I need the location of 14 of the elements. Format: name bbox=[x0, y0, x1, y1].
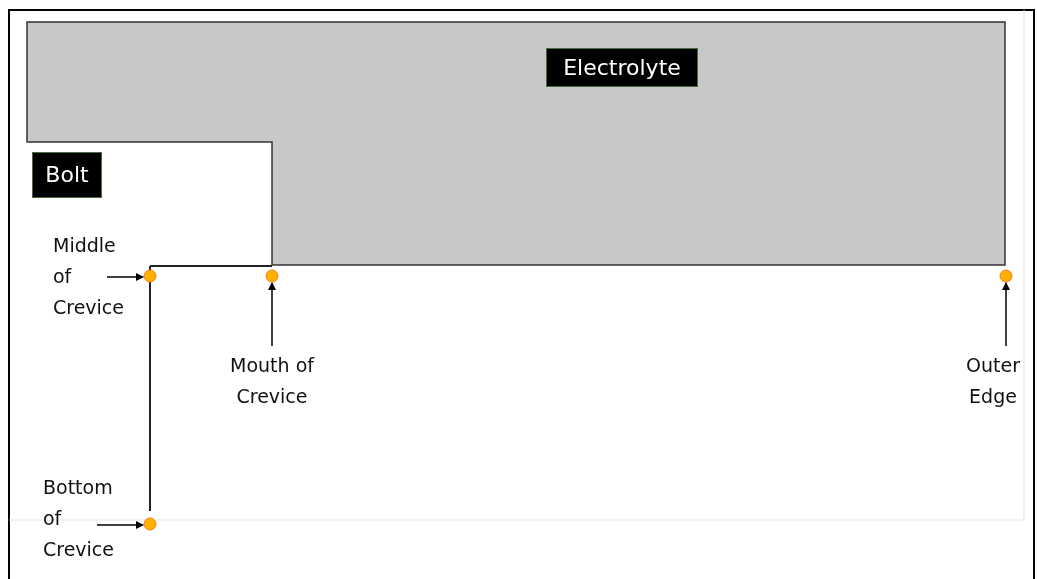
arrow bbox=[268, 282, 276, 347]
point-label: Middle of Crevice bbox=[53, 230, 135, 323]
point-label: Outer Edge bbox=[960, 350, 1026, 412]
point-label: Mouth of Crevice bbox=[212, 350, 332, 412]
arrow bbox=[1002, 282, 1010, 347]
arrow bbox=[96, 521, 144, 529]
probe-point-marker bbox=[265, 269, 279, 283]
probe-point-marker bbox=[143, 269, 157, 283]
probe-point-marker bbox=[143, 517, 157, 531]
region-label: Bolt bbox=[32, 152, 102, 198]
arrow bbox=[106, 273, 144, 281]
probe-point-marker bbox=[999, 269, 1013, 283]
region-label: Electrolyte bbox=[546, 48, 698, 87]
point-label: Bottom of Crevice bbox=[43, 472, 127, 565]
